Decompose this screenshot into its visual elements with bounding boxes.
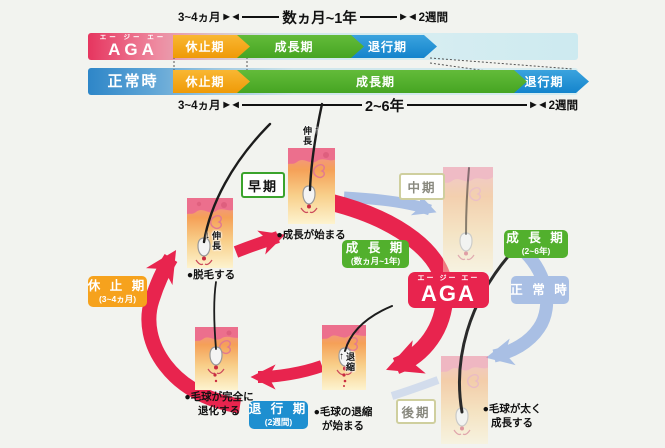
caption-line: が始まる (322, 419, 364, 432)
timeline-row-label-normal: 正常時 (92, 68, 174, 95)
annotation-text: 伸長 (302, 126, 312, 146)
arrow-early-phase (233, 230, 286, 258)
hair-panel-growth-start (288, 148, 338, 229)
segment-aga-rest: 休止期 (173, 35, 250, 58)
ruler-line (359, 16, 398, 18)
box-title: AGA (421, 280, 476, 306)
row-title: AGA (108, 40, 158, 60)
arrow-middle-phase (343, 191, 437, 216)
arrow-left-icon: ◀ (539, 100, 546, 109)
caption-bulb-shrinks: ●毛球の退縮 が始まる (306, 406, 380, 433)
arrow-right-icon: ▶ (400, 12, 407, 21)
ruler-line (241, 104, 362, 106)
arrow-up-icon: ↑ (339, 351, 344, 362)
arc-normal-tail (390, 376, 440, 400)
phase-label-early: 早期 (241, 172, 285, 198)
rest-phase-box: 休 止 期 (3~4ヵ月) (88, 276, 147, 307)
arrow-regression (250, 360, 324, 390)
arrow-left-icon: ◀ (232, 12, 239, 21)
normal-state-box: 正 常 時 (510, 276, 570, 304)
phase-label-late: 後期 (396, 399, 436, 424)
ruler-label: 2週間 (418, 12, 448, 24)
caption-line: ●毛球の退縮 (313, 406, 373, 418)
growth-phase-normal-box: 成 長 期 (2~6年) (504, 230, 568, 258)
box-title: 成 長 期 (506, 231, 566, 246)
row-title: 正常時 (107, 73, 159, 90)
hair-panel-thick-growth (441, 356, 491, 448)
ruler-line (407, 104, 528, 106)
caption-bulb-grows: ●毛球が太く 成長する (474, 403, 550, 430)
ruler-line (241, 16, 280, 18)
growth-phase-aga-box: 成 長 期 (数ヵ月~1年) (342, 240, 409, 268)
timeline-bottom-ruler: 3~4ヵ月 ▶ ◀ 2~6年 ▶ ◀ 2週間 (178, 96, 578, 115)
box-title: 正 常 時 (510, 282, 570, 297)
box-title: 成 長 期 (345, 241, 406, 256)
annotation-elongate-shedding: ↓ 伸長 (205, 231, 223, 252)
caption-line: 成長する (491, 416, 533, 429)
caption-line: ●毛球が太く (482, 403, 542, 415)
caption-line: ●毛球が完全に (184, 391, 254, 403)
arrow-up-icon: ↑ (314, 125, 319, 136)
ruler-label: 3~4ヵ月 (178, 12, 221, 24)
hair-panel-normal-growth (443, 167, 493, 277)
segment-normal-growth: 成長期 (237, 70, 527, 93)
arrow-left-icon: ◀ (232, 100, 239, 109)
segment-aga-growth: 成長期 (237, 35, 364, 58)
ruler-label: 2週間 (548, 100, 578, 112)
arrow-right-icon: ▶ (530, 100, 537, 109)
caption-bulb-degenerates: ●毛球が完全に 退化する (178, 391, 260, 418)
ruler-label: 2~6年 (365, 98, 405, 115)
caption-growth-starts: ●成長が始まる (276, 229, 346, 241)
arrow-right-icon: ▶ (223, 12, 230, 21)
segment-aga-regression: 退行期 (351, 35, 437, 58)
regression-phase-box: 退 行 期 (2週間) (249, 401, 308, 429)
ruler-label: 数ヵ月~1年 (282, 10, 357, 27)
annotation-text: 伸長 (211, 231, 221, 251)
hair-panel-degenerated (195, 327, 245, 395)
timeline-row-label-aga: エー ジー エー AGA (92, 33, 174, 60)
ruler-label: 3~4ヵ月 (178, 100, 221, 112)
caption-hair-falls: ●脱毛する (186, 269, 236, 281)
segment-normal-rest: 休止期 (173, 70, 250, 93)
aga-center-box: エー ジー エー AGA (408, 272, 489, 308)
box-title: 休 止 期 (87, 278, 148, 293)
box-sub: (2週間) (264, 417, 293, 428)
annotation-text: 退縮 (345, 352, 355, 372)
box-title: 退 行 期 (248, 402, 309, 417)
box-sub: (数ヵ月~1年) (350, 256, 401, 267)
box-sub: (2~6年) (521, 246, 551, 257)
box-sub: (3~4ヵ月) (98, 293, 137, 304)
arrow-left-icon: ◀ (409, 12, 416, 21)
arrow-right-icon: ▶ (223, 100, 230, 109)
furigana: エー ジー エー (99, 33, 167, 41)
timeline-top-ruler: 3~4ヵ月 ▶ ◀ 数ヵ月~1年 ▶ ◀ 2週間 (178, 8, 448, 27)
phase-label-middle: 中期 (399, 173, 445, 200)
arc-rest-return (141, 250, 242, 414)
furigana: エー ジー エー (417, 275, 480, 283)
caption-line: 退化する (198, 404, 240, 417)
annotation-elongate-growth: 伸長 ↑ (301, 125, 319, 147)
annotation-shrink: ↑ 退縮 (339, 351, 357, 373)
